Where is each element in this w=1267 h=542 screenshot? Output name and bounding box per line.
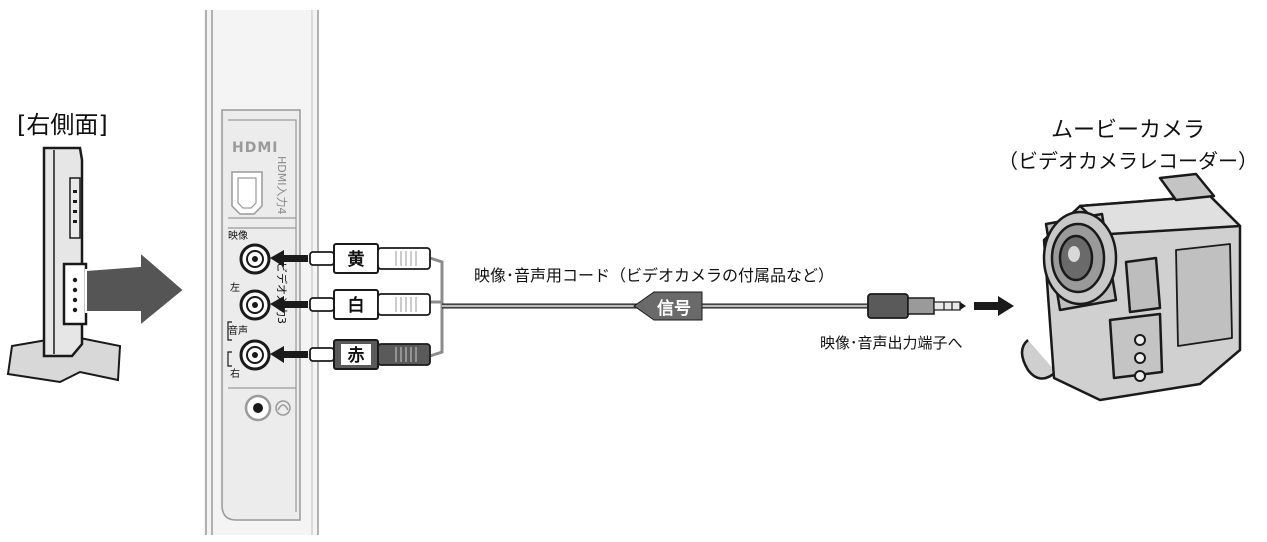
plug-label-yellow: 黄: [348, 249, 365, 270]
camera-subtitle: （ビデオカメラレコーダー）: [998, 149, 1258, 173]
headphone-jack: [244, 394, 272, 422]
camera-title: ムービーカメラ: [1051, 118, 1205, 143]
signal-label: 信号: [657, 298, 691, 319]
video-camera: [1020, 172, 1242, 402]
rca-plug-red: 赤: [309, 339, 431, 370]
plug-label-white: 白: [348, 295, 365, 316]
signal-arrow: 信号: [633, 291, 703, 321]
video-label: 映像: [228, 230, 248, 242]
audio-label: 音声: [228, 324, 248, 337]
output-label: 映像･音声出力端子へ: [820, 334, 963, 352]
rca-jack-video: [239, 243, 271, 275]
cable-label: 映像･音声用コード（ビデオカメラの付属品など）: [474, 266, 834, 285]
rca-plug-yellow: 黄: [309, 243, 431, 274]
side-label: [右側面]: [17, 111, 108, 139]
rca-jack-audio-right: [239, 339, 271, 371]
hdmi-port: [231, 171, 263, 215]
hdmi-logo: HDMI: [232, 140, 278, 156]
tv-terminal-panel: HDMI HDMI入力4 ビデオ入力3 映像: [204, 10, 319, 535]
headphone-icon: [275, 400, 291, 416]
rca-plug-white: 白: [309, 289, 431, 320]
av-input-label: ビデオ入力3: [275, 262, 289, 324]
insert-arrows: [270, 250, 308, 363]
audio-right-label: 右: [230, 367, 240, 380]
plug-label-red: 赤: [348, 345, 365, 366]
tv-side-view: [6, 146, 122, 384]
tv-terminal-highlight: [62, 262, 88, 326]
mini-plug: [867, 293, 966, 319]
zoom-arrow: [85, 249, 186, 329]
output-arrow: [974, 296, 1014, 316]
hdmi-input-label: HDMI入力4: [275, 156, 288, 214]
rca-jack-audio-left: [239, 289, 271, 321]
audio-left-label: 左: [230, 281, 240, 294]
